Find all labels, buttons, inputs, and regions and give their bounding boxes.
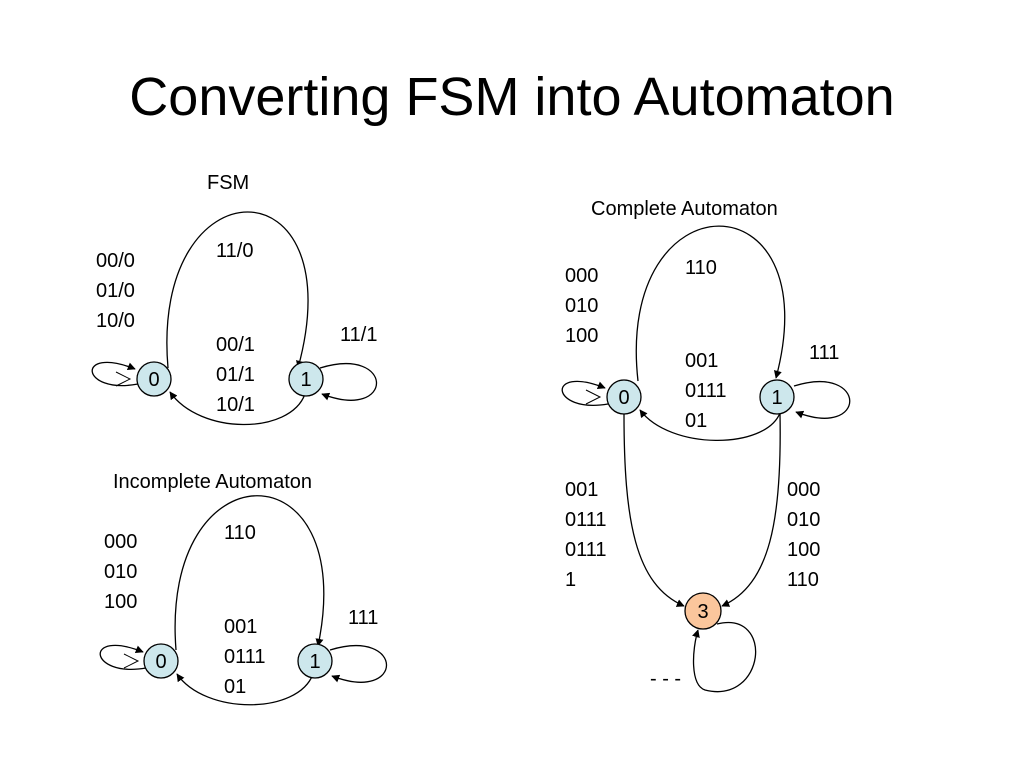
- complete-arc-0-to-1-label: 110: [685, 257, 717, 279]
- incomplete-state-1: [297, 643, 333, 679]
- fsm-self-loop-0-label: 00/0 01/0 10/0: [96, 250, 135, 332]
- incomplete-heading: Incomplete Automaton: [113, 471, 313, 493]
- fsm-state-1: [288, 361, 324, 397]
- complete-state-3-trap: [684, 592, 722, 630]
- complete-self-loop-3-label: - - -: [650, 668, 682, 690]
- fsm-self-loop-1: [319, 363, 378, 401]
- incomplete-state-0: [143, 643, 179, 679]
- incomplete-automaton-diagram: 0 1: [99, 495, 388, 706]
- fsm-start-marker: [115, 371, 132, 387]
- incomplete-arc-0-to-1-label: 110: [224, 522, 256, 544]
- incomplete-arc-1-to-0-label: 001 0111 01: [224, 616, 266, 698]
- complete-arc-0-to-3-label: 001 0111 0111 1: [565, 479, 607, 591]
- complete-state-1: [759, 379, 795, 415]
- complete-self-loop-1: [793, 381, 851, 419]
- complete-state-0: [606, 379, 642, 415]
- complete-state-0-label: 0: [618, 387, 629, 409]
- incomplete-arc-0-to-1: [174, 495, 325, 651]
- fsm-state-0: [136, 361, 172, 397]
- complete-heading: Complete Automaton: [591, 198, 778, 220]
- incomplete-arc-1-to-0: [176, 673, 314, 706]
- fsm-state-0-label: 0: [148, 369, 159, 391]
- incomplete-self-loop-1-label: 111: [348, 607, 379, 629]
- fsm-state-1-label: 1: [300, 369, 311, 391]
- complete-arc-1-to-3-label: 000 010 100 110: [787, 479, 821, 591]
- slide-title: Converting FSM into Automaton: [129, 67, 895, 127]
- fsm-diagram: 0 1: [91, 211, 378, 426]
- complete-self-loop-0: [561, 380, 609, 406]
- complete-arc-1-to-0: [639, 409, 781, 442]
- complete-arc-0-to-3: [623, 413, 685, 607]
- complete-arc-1-to-3: [721, 413, 781, 607]
- incomplete-self-loop-0-label: 000 010 100: [104, 531, 138, 613]
- fsm-heading: FSM: [207, 172, 250, 194]
- complete-state-1-label: 1: [771, 387, 782, 409]
- incomplete-self-loop-0: [99, 644, 147, 670]
- fsm-arc-0-to-1-label: 11/0: [216, 240, 254, 262]
- incomplete-self-loop-1: [329, 645, 388, 683]
- incomplete-start-marker: [123, 653, 140, 669]
- complete-state-3-label: 3: [697, 601, 708, 623]
- fsm-arc-1-to-0-label: 00/1 01/1 10/1: [216, 334, 255, 416]
- fsm-arc-1-to-0: [169, 391, 306, 426]
- complete-self-loop-3: [692, 621, 757, 693]
- fsm-arc-0-to-1: [166, 211, 309, 369]
- complete-start-marker: [585, 389, 602, 405]
- incomplete-state-0-label: 0: [155, 651, 166, 673]
- incomplete-state-1-label: 1: [309, 651, 320, 673]
- fsm-self-loop-0: [91, 361, 139, 387]
- complete-self-loop-1-label: 111: [809, 342, 840, 364]
- complete-automaton-diagram: 0 1 3: [561, 225, 851, 693]
- complete-arc-0-to-1: [635, 225, 786, 382]
- complete-self-loop-0-label: 000 010 100: [565, 265, 599, 347]
- fsm-self-loop-1-label: 11/1: [340, 324, 378, 346]
- complete-arc-1-to-0-label: 001 0111 01: [685, 350, 727, 432]
